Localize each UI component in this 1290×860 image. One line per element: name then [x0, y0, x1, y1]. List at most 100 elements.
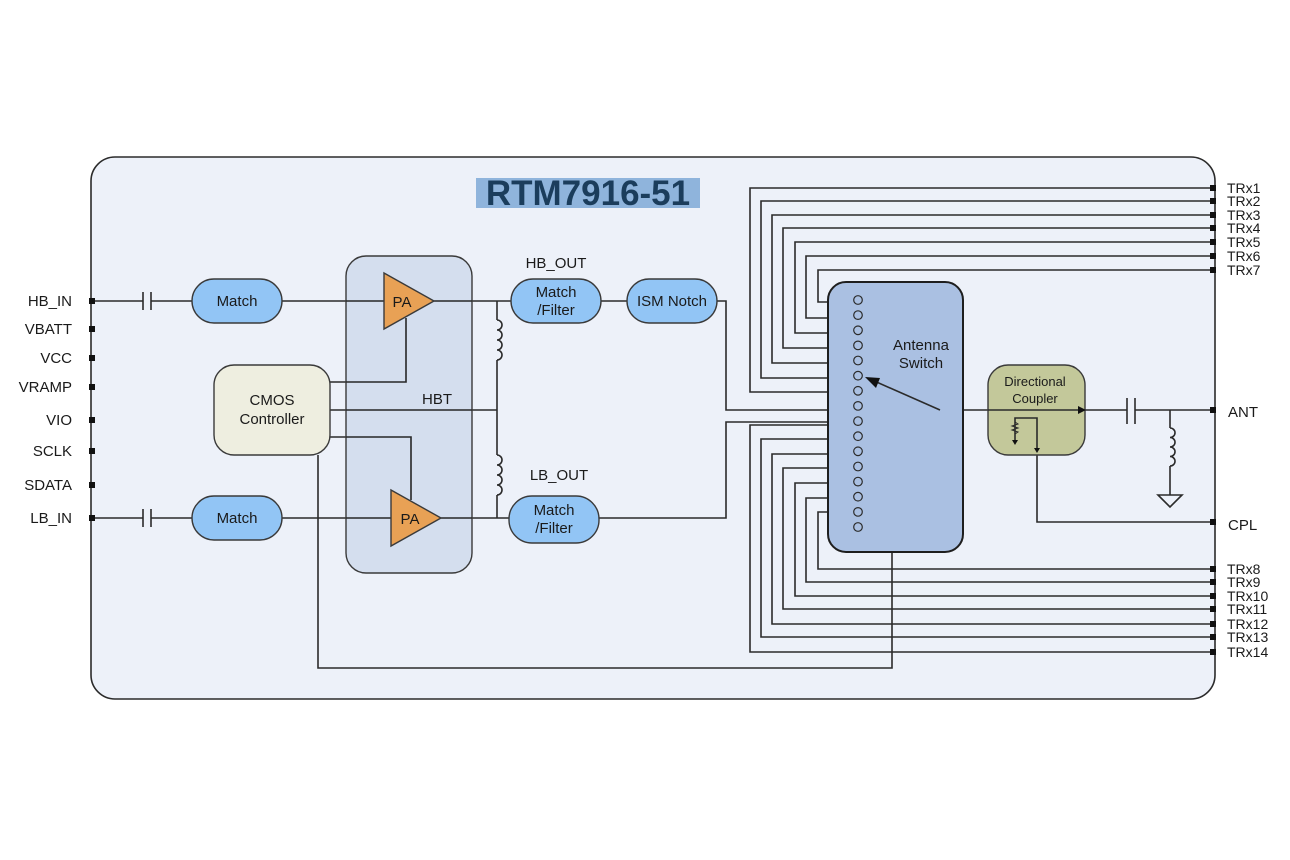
capacitor-icon: [1126, 398, 1136, 424]
coupler-arrow-icon: [1078, 406, 1086, 414]
pin-label-trx4[interactable]: TRx4: [1227, 220, 1261, 236]
trx-wire: [771, 214, 1213, 364]
pa-lb-amplifier-icon: [390, 488, 443, 548]
ant-pin-marker: [1210, 407, 1216, 413]
pin-marker: [1210, 566, 1216, 572]
hb-out-label: HB_OUT: [526, 255, 587, 272]
resistor-icon: [1010, 421, 1020, 435]
lb-match-block: [191, 495, 283, 541]
switch-contact: [853, 370, 863, 381]
pin-marker: [89, 448, 95, 454]
pin-label-trx3[interactable]: TRx3: [1227, 207, 1261, 223]
pin-marker: [89, 326, 95, 332]
ant-pin-label[interactable]: ANT: [1228, 404, 1258, 421]
pin-label-vio[interactable]: VIO: [46, 412, 72, 429]
trx-wire: [794, 482, 1213, 597]
switch-contact: [853, 310, 863, 321]
trx-wire: [760, 438, 1213, 638]
trx-wire: [760, 200, 1213, 379]
ism-notch-block: [626, 278, 718, 324]
switch-arm-arrowhead-icon: [865, 377, 880, 388]
right-pins: TRx1TRx2TRx3TRx4TRx5TRx6TRx7TRx8TRx9TRx1…: [1210, 180, 1268, 660]
pin-marker: [1210, 579, 1216, 585]
pin-marker: [89, 417, 95, 423]
trx-wire: [782, 227, 1213, 349]
pin-label-trx14[interactable]: TRx14: [1227, 644, 1268, 660]
switch-contact: [853, 295, 863, 305]
cpl-pin-label[interactable]: CPL: [1228, 517, 1257, 534]
pin-label-vbatt[interactable]: VBATT: [25, 321, 72, 338]
pin-marker: [1210, 198, 1216, 204]
pin-marker: [1210, 225, 1216, 231]
trx-wire: [749, 187, 1213, 393]
lb-filter-label-line2: /Filter: [535, 520, 573, 537]
pin-marker: [1210, 649, 1216, 655]
pin-marker: [1210, 621, 1216, 627]
pa-hb-label: PA: [393, 294, 412, 311]
inductor-icon: [1169, 427, 1176, 467]
switch-contact: [853, 401, 863, 411]
pin-marker: [1210, 267, 1216, 273]
switch-contact: [853, 340, 863, 351]
pin-label-trx9[interactable]: TRx9: [1227, 574, 1261, 590]
lb-match-filter-block: [508, 495, 600, 544]
cmos-controller-block: [213, 364, 331, 456]
pin-label-sdata[interactable]: SDATA: [24, 477, 72, 494]
pin-marker: [1210, 253, 1216, 259]
pin-marker: [1210, 239, 1216, 245]
pin-label-trx8[interactable]: TRx8: [1227, 561, 1261, 577]
switch-contact: [853, 446, 863, 457]
pin-label-trx11[interactable]: TRx11: [1227, 601, 1267, 617]
pin-label-trx13[interactable]: TRx13: [1227, 629, 1268, 645]
pin-marker: [1210, 593, 1216, 599]
pin-label-trx7[interactable]: TRx7: [1227, 262, 1261, 278]
pin-label-trx2[interactable]: TRx2: [1227, 193, 1261, 209]
pin-marker: [1210, 606, 1216, 612]
pin-label-trx12[interactable]: TRx12: [1227, 616, 1268, 632]
trx-wire: [805, 497, 1213, 583]
hbt-label: HBT: [422, 391, 452, 408]
pin-label-vramp[interactable]: VRAMP: [19, 379, 72, 396]
pin-label-hb-in[interactable]: HB_IN: [28, 293, 72, 310]
pin-marker: [1210, 212, 1216, 218]
cmos-label-line1: CMOS: [250, 392, 295, 409]
cpl-pin-marker: [1210, 519, 1216, 525]
switch-contact: [853, 431, 863, 442]
pin-label-trx6[interactable]: TRx6: [1227, 248, 1261, 264]
capacitor-icon: [142, 292, 152, 310]
pin-label-trx5[interactable]: TRx5: [1227, 234, 1261, 250]
pa-group-block: [345, 255, 473, 574]
switch-label-line2: Switch: [899, 355, 943, 372]
pin-marker: [89, 482, 95, 488]
pin-label-sclk[interactable]: SCLK: [33, 443, 72, 460]
hb-match-filter-block: [510, 278, 602, 324]
pin-marker: [89, 355, 95, 361]
pin-label-trx1[interactable]: TRx1: [1227, 180, 1261, 196]
trx-wire: [817, 269, 1213, 303]
pin-label-trx10[interactable]: TRx10: [1227, 588, 1268, 604]
hb-filter-label-line2: /Filter: [537, 302, 575, 319]
switch-contacts: [853, 295, 863, 532]
title-highlight: [476, 178, 700, 208]
hb-match-label: Match: [217, 293, 258, 310]
ism-notch-label: ISM Notch: [637, 293, 707, 310]
switch-contact: [853, 355, 863, 366]
pin-marker: [89, 298, 95, 304]
switch-contact: [853, 491, 863, 502]
trx-top-wires: [749, 187, 1213, 393]
coupler-label-line2: Coupler: [1012, 391, 1058, 406]
switch-contact: [853, 461, 863, 472]
trx-wire: [771, 453, 1213, 625]
pin-marker: [1210, 634, 1216, 640]
switch-contact: [853, 507, 863, 517]
switch-contact: [853, 476, 863, 487]
left-pins: HB_IN VBATT VCC VRAMP VIO SCLK SDATA LB_IN: [19, 293, 95, 527]
pin-marker: [89, 384, 95, 390]
pin-label-lb-in[interactable]: LB_IN: [30, 510, 72, 527]
trx-wire: [782, 467, 1213, 610]
coupler-label-line1: Directional: [1004, 374, 1066, 389]
pin-label-vcc[interactable]: VCC: [40, 350, 72, 367]
pa-lb-label: PA: [401, 511, 420, 528]
trx-wire: [794, 241, 1213, 334]
